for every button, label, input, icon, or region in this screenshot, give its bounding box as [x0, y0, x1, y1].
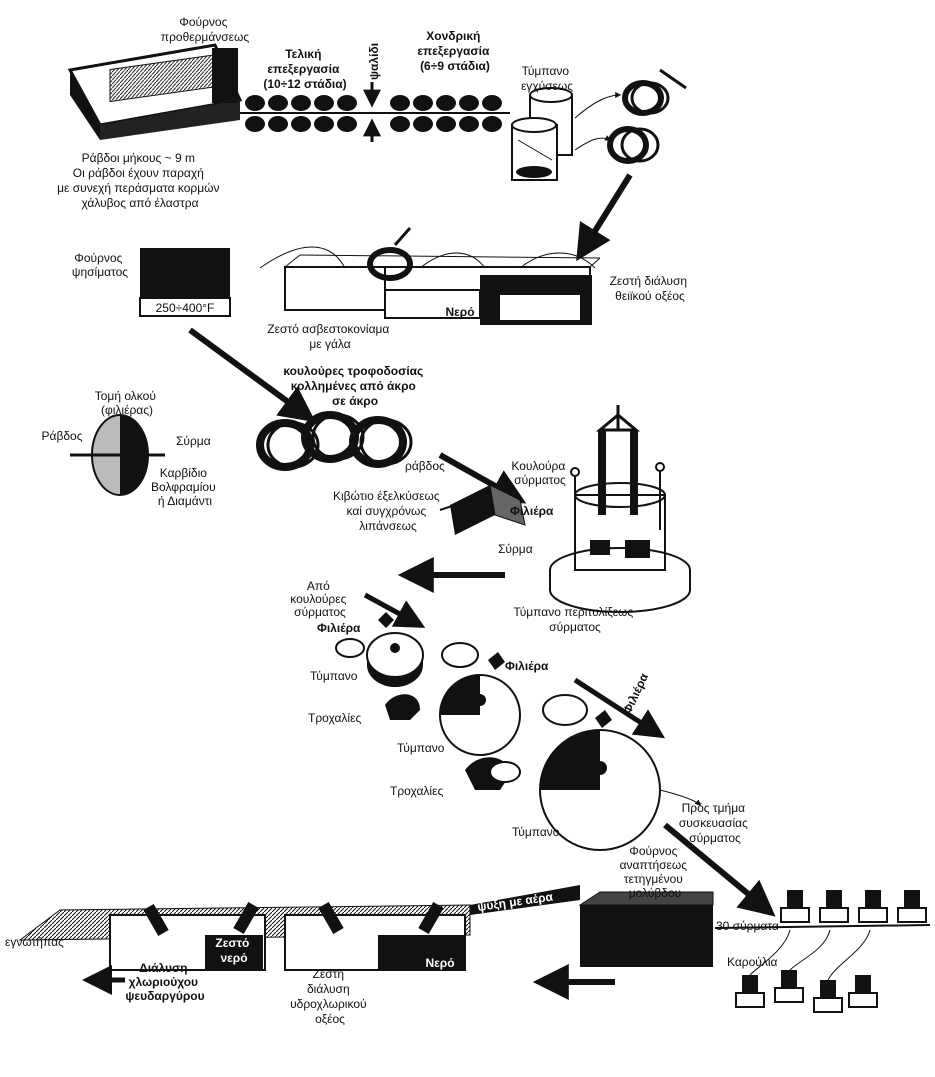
preheat-furnace-label: Φούρνος προθερμάνσεως — [161, 15, 250, 44]
zinc-chloride-label: Διάλυση χλωριούχου ψευδαργύρου — [125, 961, 204, 1003]
row-multi-die: Από κουλούρες σύρματος Φιλιέρα Τύμπανο Φ… — [290, 579, 751, 851]
hot-water-label: Ζεστό νερό — [215, 936, 252, 965]
winding-drum — [549, 405, 691, 613]
lead-annealing-furnace — [578, 891, 714, 967]
drum-a-label: Τύμπανο — [310, 669, 358, 683]
winding-drum-label: Τύμπανο περιτυλίξεως σύρματος — [513, 605, 636, 634]
shears-label: ψαλίδι — [367, 43, 381, 80]
from-coils-label: Από κουλούρες σύρματος — [290, 579, 349, 619]
coiling-drum-label: Τύμπανο εγχύσεως — [521, 64, 573, 93]
spools-top — [780, 890, 927, 923]
to-packing-label: Πρός τμήμα συσκευασίας σύρματος — [679, 801, 751, 845]
spools-bottom — [735, 970, 878, 1013]
drawing-block-3 — [465, 694, 661, 851]
flow-arrow-6 — [573, 677, 666, 739]
lime-bath-label: Ζεστό ασβεστοκονίαμα με γάλα — [267, 322, 392, 351]
spools-label: Καρούλια — [727, 955, 778, 969]
wire-label-2: Σύρμα — [498, 542, 533, 556]
galvanizing-tanks — [18, 902, 471, 971]
finishing-label: Τελική επεξεργασία (10÷12 στάδια) — [263, 47, 346, 91]
drawing-box — [439, 484, 526, 535]
wire-label: Σύρμα — [176, 434, 211, 448]
die-c-label: Φιλιέρα — [620, 670, 651, 716]
finishing-rolls — [245, 95, 357, 132]
die-material-label: Καρβίδιο Βολφραμίου ή Διαμάντι — [151, 466, 219, 508]
die-section-label: Τομή ολκού (φιλιέρας) — [95, 389, 160, 417]
rod-coils — [607, 68, 687, 164]
die-b-label: Φιλιέρα — [505, 659, 549, 673]
drum-c-label: Τύμπανο — [512, 825, 560, 839]
flow-arrow-2 — [188, 327, 316, 423]
row-galvanizing: 30 σύρματα Καρούλια Φούρνος αναπτήσεως τ… — [5, 844, 931, 1026]
drum-b-label: Τύμπανο — [397, 741, 445, 755]
rods-note: Ράβδοι μήκους ~ 9 m Οι ράβδοι έχουν παρα… — [57, 151, 223, 210]
rod-label: Ράβδος — [42, 429, 83, 443]
row-hot-rolling: Φούρνος προθερμάνσεως Τελική επεξεργασία… — [57, 15, 687, 210]
drawing-box-label: Κιβώτιο έξελκύσεως καί συγχρόνως λιπάνσε… — [333, 489, 443, 533]
furnace-temperature: 250÷400°F — [156, 301, 215, 315]
pulleys-b-label: Τροχαλίες — [390, 784, 443, 798]
roughing-label: Χονδρική επεξεργασία (6÷9 στάδια) — [417, 29, 492, 73]
annealing-furnace-label: Φούρνος ψησίματος — [72, 251, 128, 279]
flow-arrow-5 — [363, 592, 426, 628]
air-cooling-label: ψύξη με αέρα — [476, 889, 554, 914]
flow-arrow-1 — [576, 173, 633, 262]
preheat-furnace — [67, 43, 243, 140]
water-label-2: Νερό — [425, 956, 454, 970]
coiling-drums — [511, 87, 573, 181]
feed-coils — [256, 411, 413, 471]
cleaning-tanks — [259, 227, 601, 325]
wire-coil-label: Κουλούρα σύρματος — [511, 459, 568, 487]
lead-furnace-label: Φούρνος αναπτήσεως τετηγμένου μολύβδου — [620, 844, 691, 900]
row-drawing: Τομή ολκού (φιλιέρας) Ράβδος Σύρμα Καρβί… — [42, 364, 691, 634]
wires-30-label: 30 σύρματα — [716, 919, 779, 933]
rod-label-2: ράβδος — [405, 459, 445, 473]
tinning-label: εγνωτήπας — [5, 935, 64, 949]
row-cleaning: Φούρνος ψησίματος 250÷400°F Ζεστό ασβεστ… — [72, 227, 691, 351]
flow-arrow-3 — [438, 452, 527, 504]
pulleys-a-label: Τροχαλίες — [308, 711, 361, 725]
drawing-block-1 — [335, 632, 505, 687]
roughing-rolls — [390, 95, 502, 132]
die-a-label: Φιλιέρα — [317, 621, 361, 635]
flow-arrow-7 — [663, 822, 776, 917]
acid-bath-label: Ζεστή διάλυση θειϊκού οξέος — [610, 274, 691, 303]
water-tank-label: Νερό — [445, 305, 474, 319]
hcl-label: Ζεστή διάλυση υδροχλωρικού οξέος — [290, 967, 370, 1026]
drawing-block-2 — [385, 674, 521, 756]
annealing-furnace — [139, 248, 231, 317]
die-cross-section — [70, 414, 165, 496]
feed-coils-label: κουλούρες τροφοδοσίας κολλημένες από άκρ… — [283, 364, 426, 408]
die-label: Φιλιέρα — [510, 504, 554, 518]
